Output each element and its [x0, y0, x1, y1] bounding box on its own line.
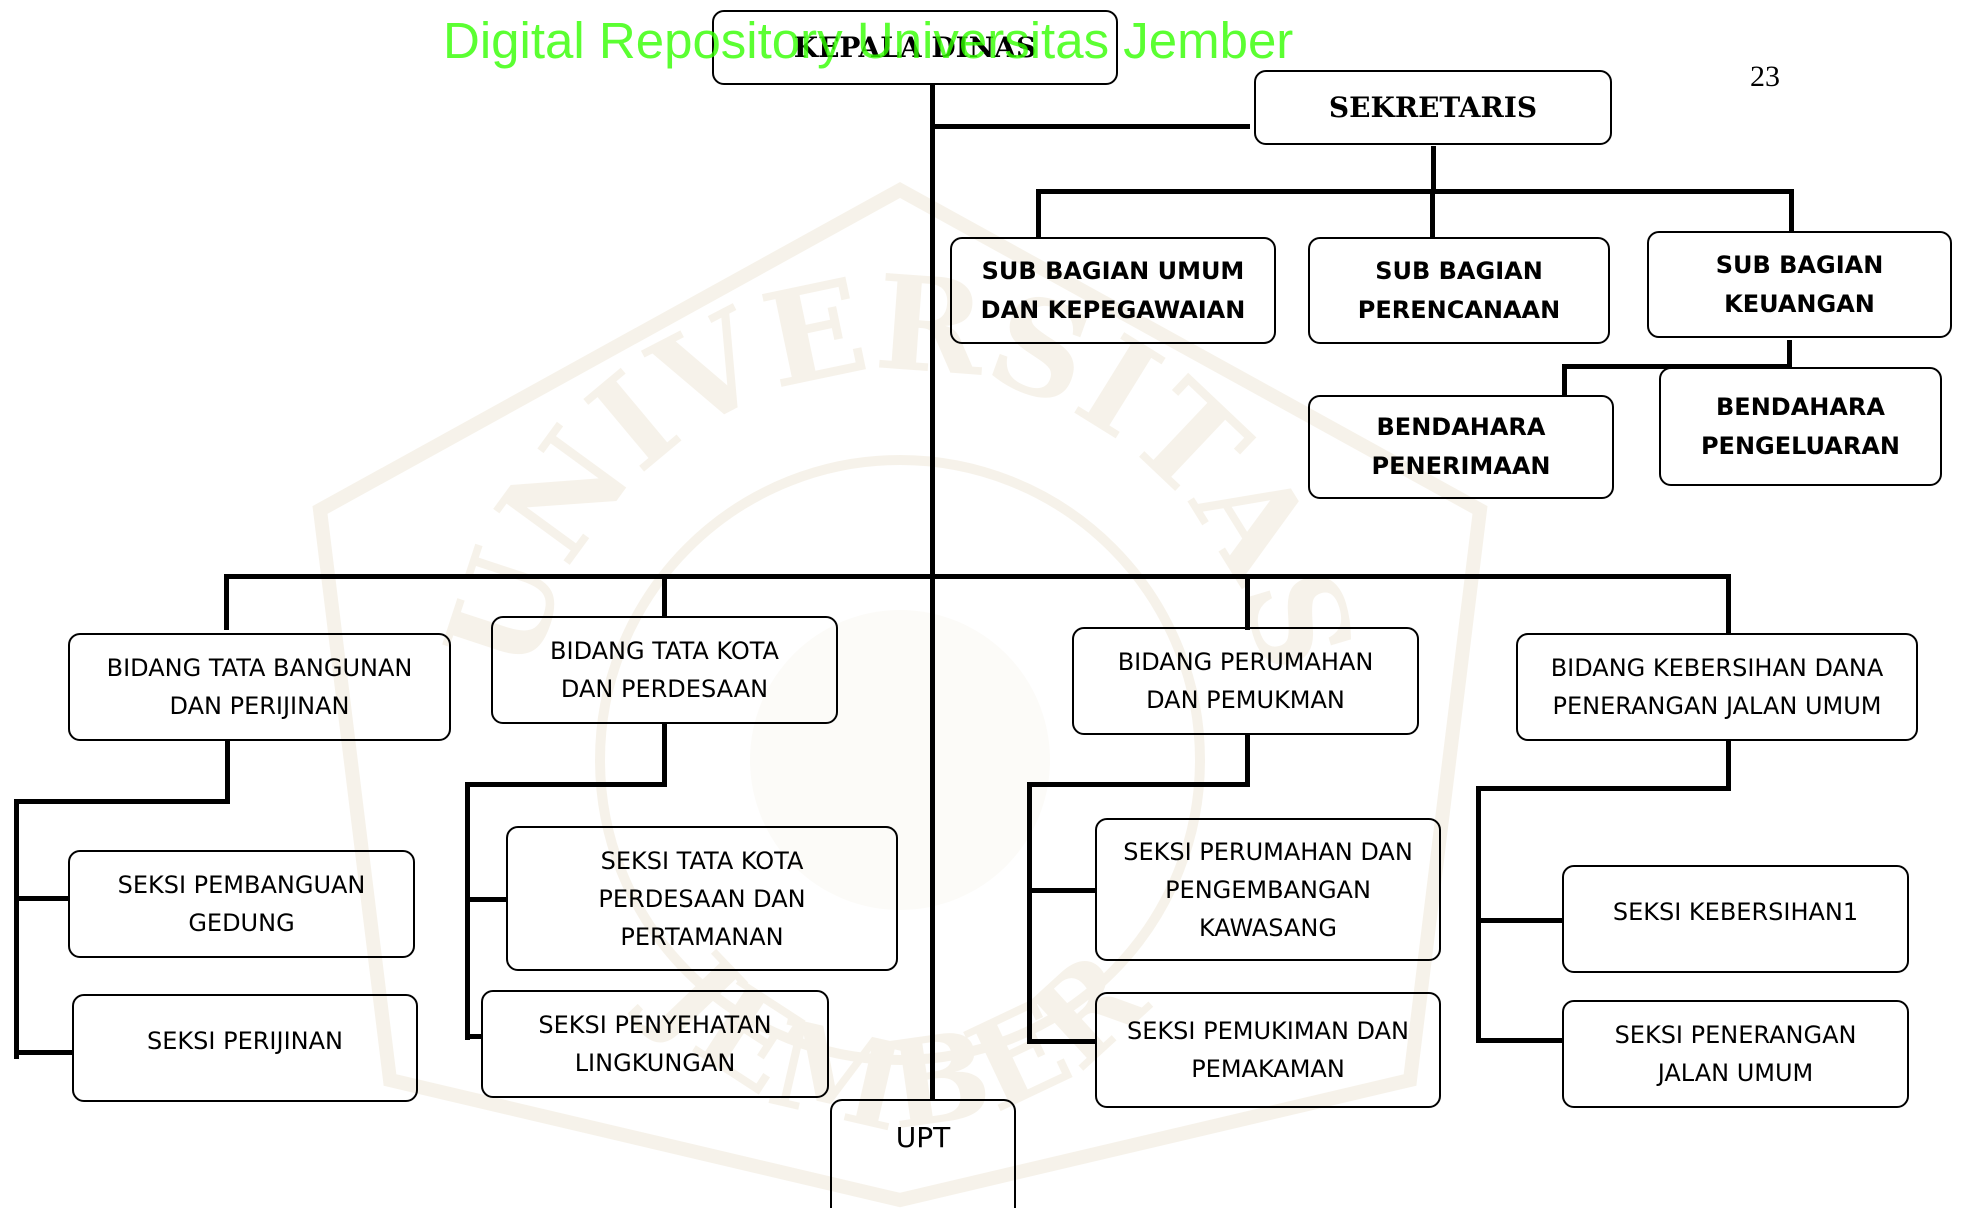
field-3-stub-2: [1027, 1039, 1095, 1044]
repository-watermark: Digital Repository Universitas Jember: [443, 12, 1294, 69]
field-3-spine-line: [1027, 782, 1032, 1044]
field-drop-4: [1726, 574, 1731, 634]
section-label: SEKSI PENYEHATAN LINGKUNGAN: [538, 1011, 772, 1077]
section-box: SEKSI PERIJINAN: [72, 994, 418, 1102]
secretary-down-line: [1431, 146, 1436, 192]
field-1-stub-1: [14, 896, 68, 901]
field-box: BIDANG PERUMAHAN DAN PEMUKMAN: [1072, 627, 1419, 735]
treasurer-box: BENDAHARA PENERIMAAN: [1308, 395, 1614, 499]
head-label: KEPALA DINAS: [793, 31, 1037, 64]
field-2-stub-2: [465, 1034, 481, 1039]
section-label: SEKSI PEMBANGUAN GEDUNG: [117, 871, 366, 937]
main-vertical-line: [930, 84, 935, 1099]
section-box: SEKSI PENERANGAN JALAN UMUM: [1562, 1000, 1909, 1108]
sub-section-drop-3: [1789, 189, 1794, 233]
unit-box: UPT: [830, 1099, 1016, 1208]
head-box: KEPALA DINAS: [712, 10, 1118, 85]
field-1-elbow-line: [14, 799, 230, 804]
university-seal-watermark: UNIVERSITAS JEMBER: [312, 182, 1488, 1208]
secretary-box: SEKRETARIS: [1254, 70, 1612, 145]
field-bus-line: [224, 574, 1731, 579]
section-label: SEKSI PENERANGAN JALAN UMUM: [1614, 1021, 1857, 1087]
field-1-down-line: [225, 740, 230, 802]
section-label: SEKSI PERIJINAN: [147, 1027, 343, 1055]
field-label: BIDANG TATA BANGUNAN DAN PERIJINAN: [106, 654, 413, 720]
field-box: BIDANG TATA KOTA DAN PERDESAAN: [491, 616, 838, 724]
field-2-down-line: [662, 722, 667, 786]
unit-label: UPT: [895, 1121, 951, 1154]
treasury-down-line: [1787, 340, 1792, 368]
field-label: BIDANG KEBERSIHAN DANA PENERANGAN JALAN …: [1550, 654, 1884, 720]
treasurer-label: BENDAHARA PENGELUARAN: [1700, 392, 1901, 460]
section-box: SEKSI KEBERSIHAN1: [1562, 865, 1909, 973]
field-4-spine-line: [1476, 786, 1481, 1043]
field-2-stub-1: [465, 897, 507, 902]
field-2-spine-line: [465, 782, 470, 1040]
field-3-elbow-line: [1027, 782, 1250, 787]
field-4-elbow-line: [1476, 786, 1731, 791]
section-box: SEKSI PEMUKIMAN DAN PEMAKAMAN: [1095, 992, 1441, 1108]
section-label: SEKSI PERUMAHAN DAN PENGEMBANGAN KAWASAN…: [1123, 837, 1413, 942]
treasurer-box: BENDAHARA PENGELUARAN: [1659, 367, 1942, 486]
sub-section-drop-2: [1430, 189, 1435, 239]
sub-section-label: SUB BAGIAN UMUM DAN KEPEGAWAIAN: [980, 256, 1246, 324]
section-label: SEKSI TATA KOTA PERDESAAN DAN PERTAMANAN: [598, 846, 806, 951]
sub-section-box: SUB BAGIAN KEUANGAN: [1647, 231, 1952, 338]
treasurer-label: BENDAHARA PENERIMAAN: [1371, 413, 1551, 480]
field-label: BIDANG TATA KOTA DAN PERDESAAN: [550, 637, 779, 703]
field-label: BIDANG PERUMAHAN DAN PEMUKMAN: [1117, 648, 1374, 714]
sub-section-label: SUB BAGIAN KEUANGAN: [1715, 250, 1884, 318]
section-label: SEKSI PEMUKIMAN DAN PEMAKAMAN: [1127, 1017, 1409, 1083]
secretary-branch-line: [932, 124, 1250, 129]
sub-section-box: SUB BAGIAN PERENCANAAN: [1308, 237, 1610, 344]
sub-section-box: SUB BAGIAN UMUM DAN KEPEGAWAIAN: [950, 237, 1276, 344]
field-4-stub-2: [1476, 1038, 1562, 1043]
section-box: SEKSI PEMBANGUAN GEDUNG: [68, 850, 415, 958]
treasury-bus-line: [1562, 364, 1792, 369]
field-3-down-line: [1245, 734, 1250, 786]
section-box: SEKSI TATA KOTA PERDESAAN DAN PERTAMANAN: [506, 826, 898, 971]
page-number: 23: [1750, 60, 1780, 93]
field-box: BIDANG KEBERSIHAN DANA PENERANGAN JALAN …: [1516, 633, 1918, 741]
field-drop-1: [224, 574, 229, 630]
secretary-label: SEKRETARIS: [1328, 91, 1538, 124]
field-1-stub-2: [14, 1050, 72, 1055]
section-box: SEKSI PENYEHATAN LINGKUNGAN: [481, 990, 829, 1098]
sub-section-drop-1: [1036, 189, 1041, 239]
field-drop-2: [662, 574, 667, 618]
field-4-down-line: [1726, 740, 1731, 790]
section-label: SEKSI KEBERSIHAN1: [1612, 898, 1859, 926]
sub-section-label: SUB BAGIAN PERENCANAAN: [1357, 256, 1561, 324]
field-box: BIDANG TATA BANGUNAN DAN PERIJINAN: [68, 633, 451, 741]
treasury-drop-line: [1562, 364, 1567, 397]
field-3-stub-1: [1027, 888, 1095, 893]
field-2-elbow-line: [465, 782, 667, 787]
sub-section-bus-line: [1036, 189, 1794, 194]
field-drop-3: [1245, 574, 1250, 630]
field-4-stub-1: [1476, 918, 1562, 923]
field-1-spine-line: [14, 799, 19, 1059]
section-box: SEKSI PERUMAHAN DAN PENGEMBANGAN KAWASAN…: [1095, 818, 1441, 961]
